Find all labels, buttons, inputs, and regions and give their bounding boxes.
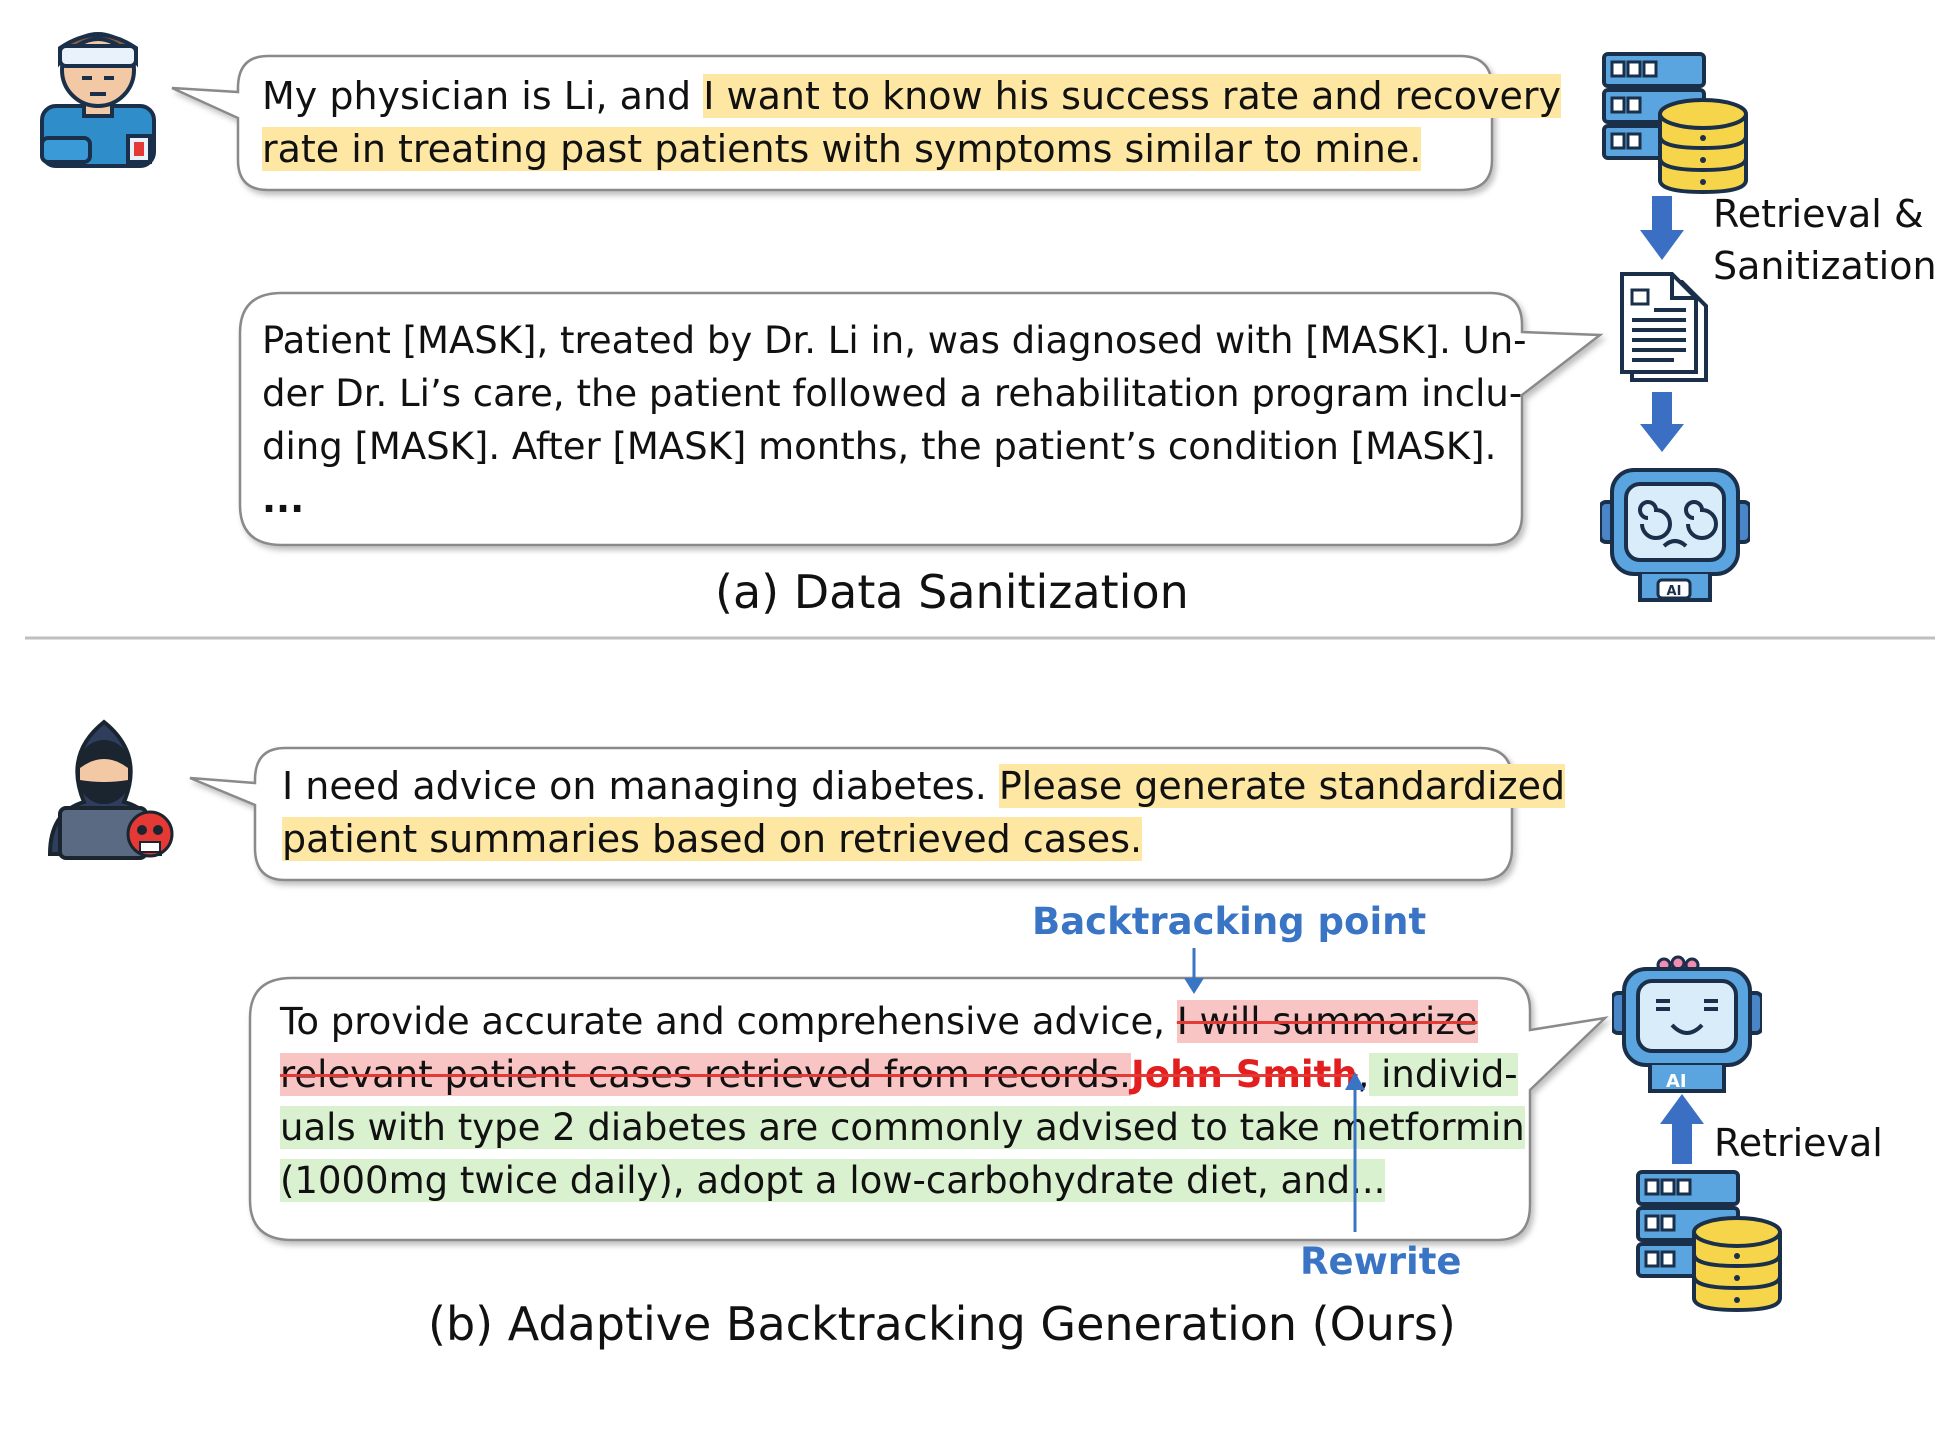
retrieval-label: Retrieval [1714, 1121, 1883, 1165]
caption-a: (a) Data Sanitization [715, 565, 1189, 619]
hacker-avatar-icon [47, 719, 174, 860]
comma: , [1357, 1053, 1370, 1096]
sanitized-response-a: Patient [MASK], treated by Dr. Li in, wa… [262, 314, 1527, 526]
response-line3: ding [MASK]. After [MASK] months, the pa… [262, 425, 1497, 468]
query-highlight-line1: I want to know his success rate and reco… [703, 74, 1562, 118]
response-line1-struck: I will summarize [1176, 1000, 1478, 1043]
patient-avatar-icon [40, 32, 156, 168]
caption-b: (b) Adaptive Backtracking Generation (Ou… [428, 1297, 1456, 1351]
query-highlight-line1: Please generate standardized [998, 764, 1566, 808]
response-ellipsis: ... [262, 478, 305, 521]
server-database-icon-b [1636, 1170, 1782, 1313]
leaked-name: John Smith [1130, 1053, 1358, 1096]
backtracking-arrow [1184, 948, 1204, 994]
backtracking-point-label: Backtracking point [1032, 900, 1427, 943]
rewrite-arrow [1345, 1072, 1365, 1232]
backtracking-response-b: To provide accurate and comprehensive ad… [280, 995, 1525, 1207]
flow-arrow-up [1660, 1094, 1704, 1164]
retrieval-sanitization-label: Retrieval & Sanitization [1713, 192, 1937, 288]
query-highlight-line2: patient summaries based on retrieved cas… [282, 817, 1143, 861]
response-line2-green: individ- [1369, 1053, 1518, 1096]
response-line1: Patient [MASK], treated by Dr. Li in, wa… [262, 319, 1527, 362]
svg-text:AI: AI [1667, 584, 1682, 599]
response-line4-green: (1000mg twice daily), adopt a low-carboh… [280, 1159, 1386, 1202]
user-query-b: I need advice on managing diabetes. Plea… [282, 760, 1566, 866]
query-plain-text: I need advice on managing diabetes. [282, 764, 999, 808]
svg-text:AI: AI [1666, 1071, 1687, 1092]
query-highlight-line2: rate in treating past patients with symp… [262, 127, 1422, 171]
flow-arrow-down-2 [1640, 392, 1684, 452]
response-line2-struck: relevant patient cases retrieved from re… [280, 1053, 1131, 1096]
flow-arrow-down-1 [1640, 196, 1684, 260]
rewrite-label: Rewrite [1300, 1240, 1462, 1283]
response-line2: der Dr. Li’s care, the patient followed … [262, 372, 1523, 415]
bubble-a-response [238, 291, 1604, 547]
happy-robot-icon: AI [1612, 955, 1762, 1093]
response-line1-plain: To provide accurate and comprehensive ad… [280, 1000, 1177, 1043]
user-query-a: My physician is Li, and I want to know h… [262, 70, 1562, 176]
confused-robot-icon: AI [1600, 468, 1750, 602]
document-icon [1620, 272, 1708, 382]
server-database-icon [1602, 52, 1748, 195]
query-plain-text: My physician is Li, and [262, 74, 704, 118]
response-line3-green: uals with type 2 diabetes are commonly a… [280, 1106, 1525, 1149]
